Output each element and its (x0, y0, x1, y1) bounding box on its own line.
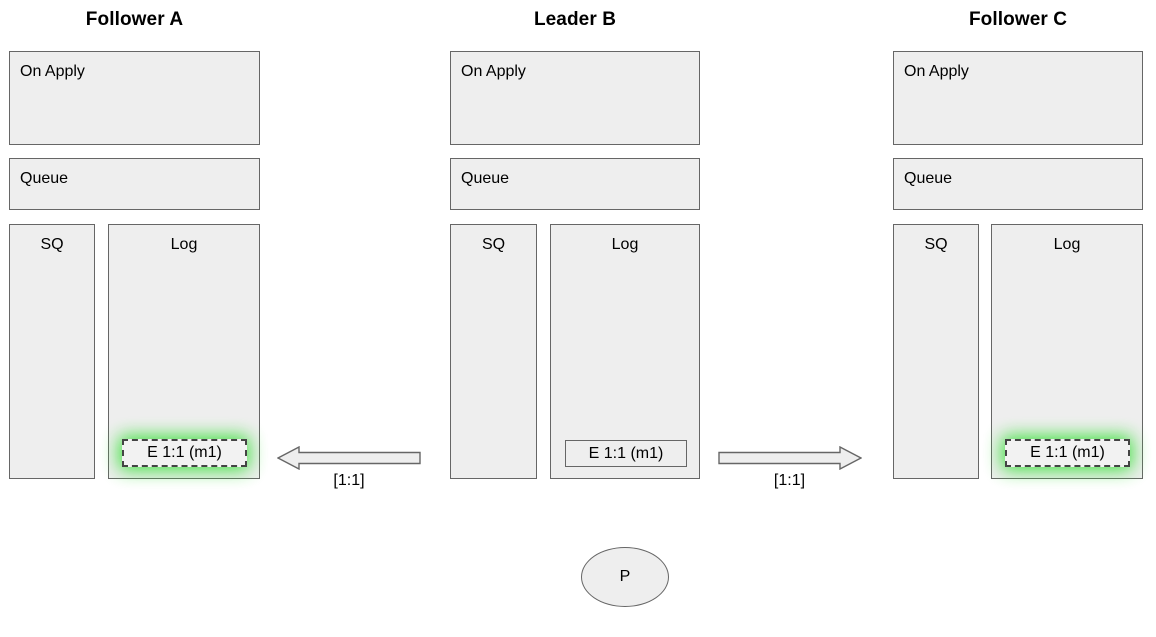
arrow-label-leader-to-follower-a: [1:1] (333, 472, 365, 489)
on-apply-label-follower-c: On Apply (904, 63, 969, 80)
node-title-follower-c: Follower C (968, 9, 1068, 30)
on-apply-label-follower-a: On Apply (20, 63, 85, 80)
node-title-leader-b: Leader B (533, 9, 617, 30)
client-node-p[interactable]: P (581, 547, 669, 607)
log-box-follower-a: Log E 1:1 (m1) (108, 224, 260, 479)
arrow-label-leader-to-follower-c: [1:1] (773, 472, 806, 489)
queue-box-follower-a: Queue (9, 158, 260, 210)
sq-label-follower-a: SQ (40, 236, 64, 253)
log-label-follower-a: Log (170, 236, 198, 253)
queue-box-follower-c: Queue (893, 158, 1143, 210)
sq-label-follower-c: SQ (924, 236, 948, 253)
node-title-follower-a: Follower A (85, 9, 184, 30)
log-entry-leader-b[interactable]: E 1:1 (m1) (565, 440, 687, 467)
sq-box-leader-b: SQ (450, 224, 537, 479)
sq-label-leader-b: SQ (481, 236, 506, 253)
log-entry-follower-a[interactable]: E 1:1 (m1) (122, 439, 247, 467)
log-label-leader-b: Log (611, 236, 639, 253)
log-box-follower-c: Log E 1:1 (m1) (991, 224, 1143, 479)
queue-box-leader-b: Queue (450, 158, 700, 210)
on-apply-box-leader-b: On Apply (450, 51, 700, 145)
sq-box-follower-c: SQ (893, 224, 979, 479)
queue-label-follower-a: Queue (20, 170, 69, 187)
arrow-leader-to-follower-a: [1:1] (277, 446, 421, 489)
arrow-left-icon (277, 446, 421, 470)
arrow-leader-to-follower-c: [1:1] (717, 446, 862, 489)
queue-label-follower-c: Queue (904, 170, 953, 187)
sq-box-follower-a: SQ (9, 224, 95, 479)
arrow-right-icon (718, 446, 862, 470)
on-apply-box-follower-c: On Apply (893, 51, 1143, 145)
log-label-follower-c: Log (1053, 236, 1081, 253)
log-entry-follower-c[interactable]: E 1:1 (m1) (1005, 439, 1130, 467)
on-apply-box-follower-a: On Apply (9, 51, 260, 145)
on-apply-label-leader-b: On Apply (461, 63, 526, 80)
log-box-leader-b: Log E 1:1 (m1) (550, 224, 700, 479)
queue-label-leader-b: Queue (461, 170, 510, 187)
